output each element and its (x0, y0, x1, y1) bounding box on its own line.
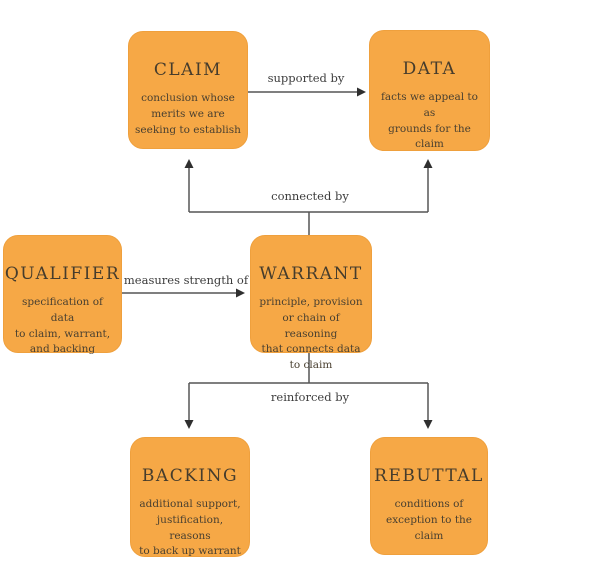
warrant-node: WARRANT principle, provision or chain of… (250, 235, 372, 371)
claim-title: CLAIM (153, 60, 223, 80)
backing-description: additional support, justification, reaso… (139, 498, 241, 558)
claim-node: CLAIM conclusion whose merits we are see… (128, 31, 248, 149)
qualifier-description: specification of data to claim, warrant,… (14, 296, 111, 356)
warrant-title: WARRANT (259, 264, 363, 284)
edge-label-measures-strength-of: measures strength of (123, 273, 249, 287)
data-description: facts we appeal to as grounds for the cl… (381, 91, 478, 151)
warrant-description: principle, provision or chain of reasoni… (259, 296, 363, 371)
qualifier-title: QUALIFIER (4, 264, 121, 284)
connector-warrant-down (189, 353, 428, 384)
qualifier-node: QUALIFIER specification of data to claim… (3, 235, 122, 355)
connector-warrant-up (189, 211, 428, 235)
backing-title: BACKING (141, 466, 239, 486)
backing-node: BACKING additional support, justificatio… (130, 437, 250, 557)
rebuttal-node: REBUTTAL conditions of exception to the … (370, 437, 488, 555)
data-title: DATA (402, 59, 457, 79)
rebuttal-title: REBUTTAL (374, 466, 484, 486)
edge-label-connected-by: connected by (271, 189, 349, 203)
edge-label-supported-by: supported by (267, 71, 345, 85)
claim-description: conclusion whose merits we are seeking t… (135, 92, 241, 136)
edge-label-reinforced-by: reinforced by (270, 390, 350, 404)
rebuttal-description: conditions of exception to the claim (385, 498, 473, 542)
data-node: DATA facts we appeal to as grounds for t… (369, 30, 490, 151)
